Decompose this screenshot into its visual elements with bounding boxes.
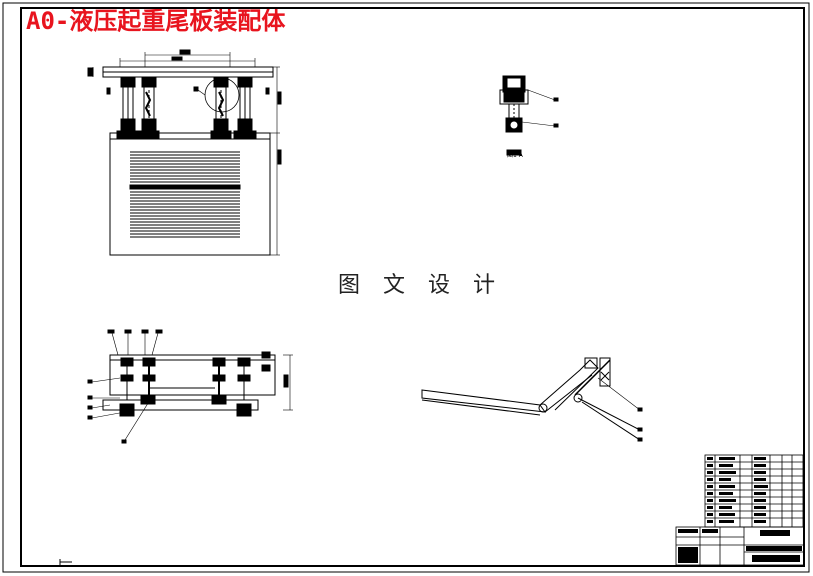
detail-view	[499, 75, 559, 156]
drawing-title: A0-液压起重尾板装配体	[26, 7, 286, 35]
detail-label: 图1 A	[507, 152, 524, 159]
inner-border	[20, 7, 805, 567]
front-view	[87, 329, 293, 444]
title-block-fill	[678, 529, 802, 563]
corner-mark	[59, 559, 72, 566]
title-block	[675, 526, 805, 566]
parts-list-cells	[707, 457, 768, 523]
top-view	[87, 49, 282, 256]
hydraulic-cylinder-left-inner	[138, 76, 160, 140]
platform-plate	[109, 132, 271, 256]
hydraulic-cylinder-right-inner	[210, 76, 232, 140]
hydraulic-cylinder-right	[233, 76, 257, 140]
plate-ribs	[129, 151, 241, 238]
side-view	[421, 357, 643, 442]
hydraulic-cylinder-left	[116, 76, 140, 140]
watermark-text: 图 文 设 计	[338, 273, 503, 298]
